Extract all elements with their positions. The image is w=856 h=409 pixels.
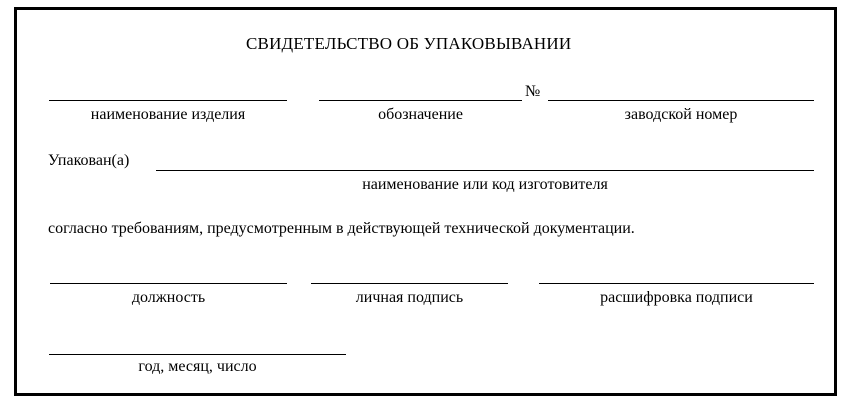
signature-decode-label: расшифровка подписи <box>600 289 753 306</box>
date-label: год, месяц, число <box>138 358 257 375</box>
designation-line[interactable] <box>319 100 522 101</box>
signature-label: личная подпись <box>355 289 464 306</box>
certificate-title: СВИДЕТЕЛЬСТВО ОБ УПАКОВЫВАНИИ <box>246 34 572 53</box>
date-line[interactable] <box>49 354 346 355</box>
signature-decode-line[interactable] <box>539 283 814 284</box>
packed-by-label: Упакован(а) <box>48 152 130 169</box>
certificate-frame <box>14 7 837 396</box>
manufacturer-label: наименование или код изготовителя <box>362 176 608 193</box>
position-line[interactable] <box>50 283 287 284</box>
manufacturer-line[interactable] <box>156 170 814 171</box>
requirements-statement: согласно требованиям, предусмотренным в … <box>48 220 635 237</box>
serial-number-label: заводской номер <box>624 106 738 123</box>
signature-line[interactable] <box>311 283 508 284</box>
designation-label: обозначение <box>378 106 463 123</box>
product-name-label: наименование изделия <box>90 106 246 123</box>
position-label: должность <box>131 289 206 306</box>
product-name-line[interactable] <box>49 100 287 101</box>
serial-number-line[interactable] <box>548 100 814 101</box>
number-sign: № <box>525 83 541 100</box>
